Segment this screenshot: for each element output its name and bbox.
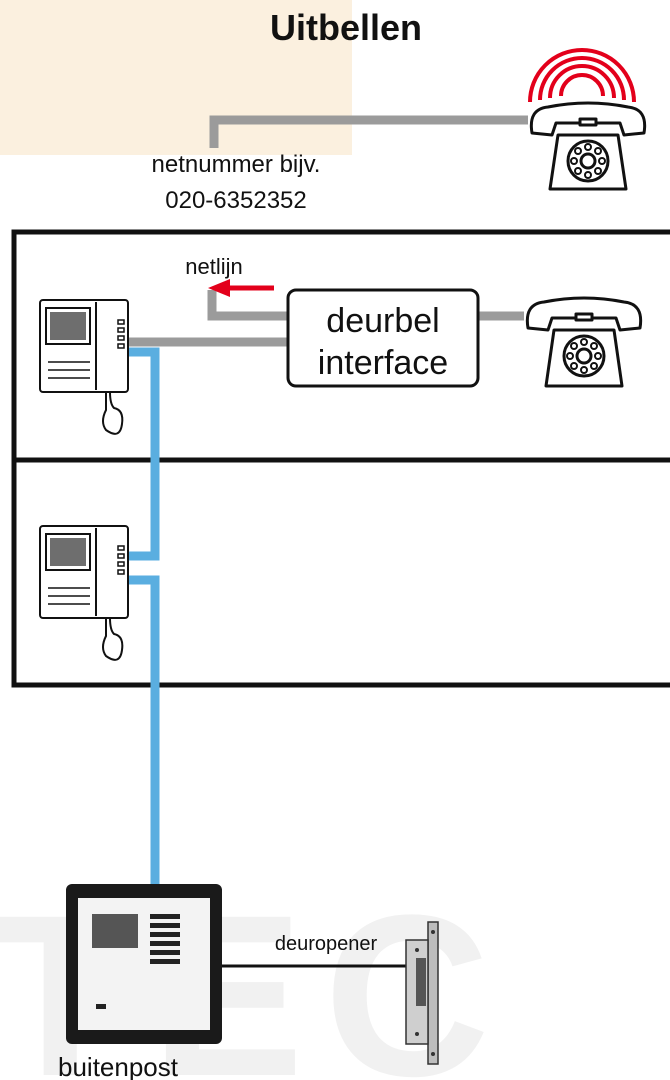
interface-label-line1: deurbel <box>326 302 439 340</box>
outside-telephone-icon <box>529 101 647 191</box>
ringing-waves-icon <box>528 48 636 103</box>
highlight-block <box>0 0 352 155</box>
interior-telephone-icon <box>525 296 643 388</box>
interface-label-line2: interface <box>318 344 448 382</box>
netline-label: netlijn <box>185 254 242 279</box>
door-opener-label: deuropener <box>275 933 378 955</box>
netline-arrow-icon <box>208 279 274 297</box>
video-monitor-icon <box>39 299 129 435</box>
intercom-bus-line <box>128 347 160 888</box>
area-code-example: 020-6352352 <box>165 187 306 214</box>
outdoor-station-icon <box>66 884 222 1044</box>
area-code-label: netnummer bijv. <box>152 151 321 178</box>
doorbell-interface-box <box>286 288 480 388</box>
video-monitor-icon <box>39 525 129 661</box>
diagram-title: Uitbellen <box>270 7 422 48</box>
apartment-floors <box>11 229 670 688</box>
outside-phone-line <box>209 115 528 148</box>
door-opener-icon <box>405 921 439 1065</box>
outdoor-station-label: buitenpost <box>58 1052 179 1080</box>
interface-phone-lines <box>128 290 524 347</box>
